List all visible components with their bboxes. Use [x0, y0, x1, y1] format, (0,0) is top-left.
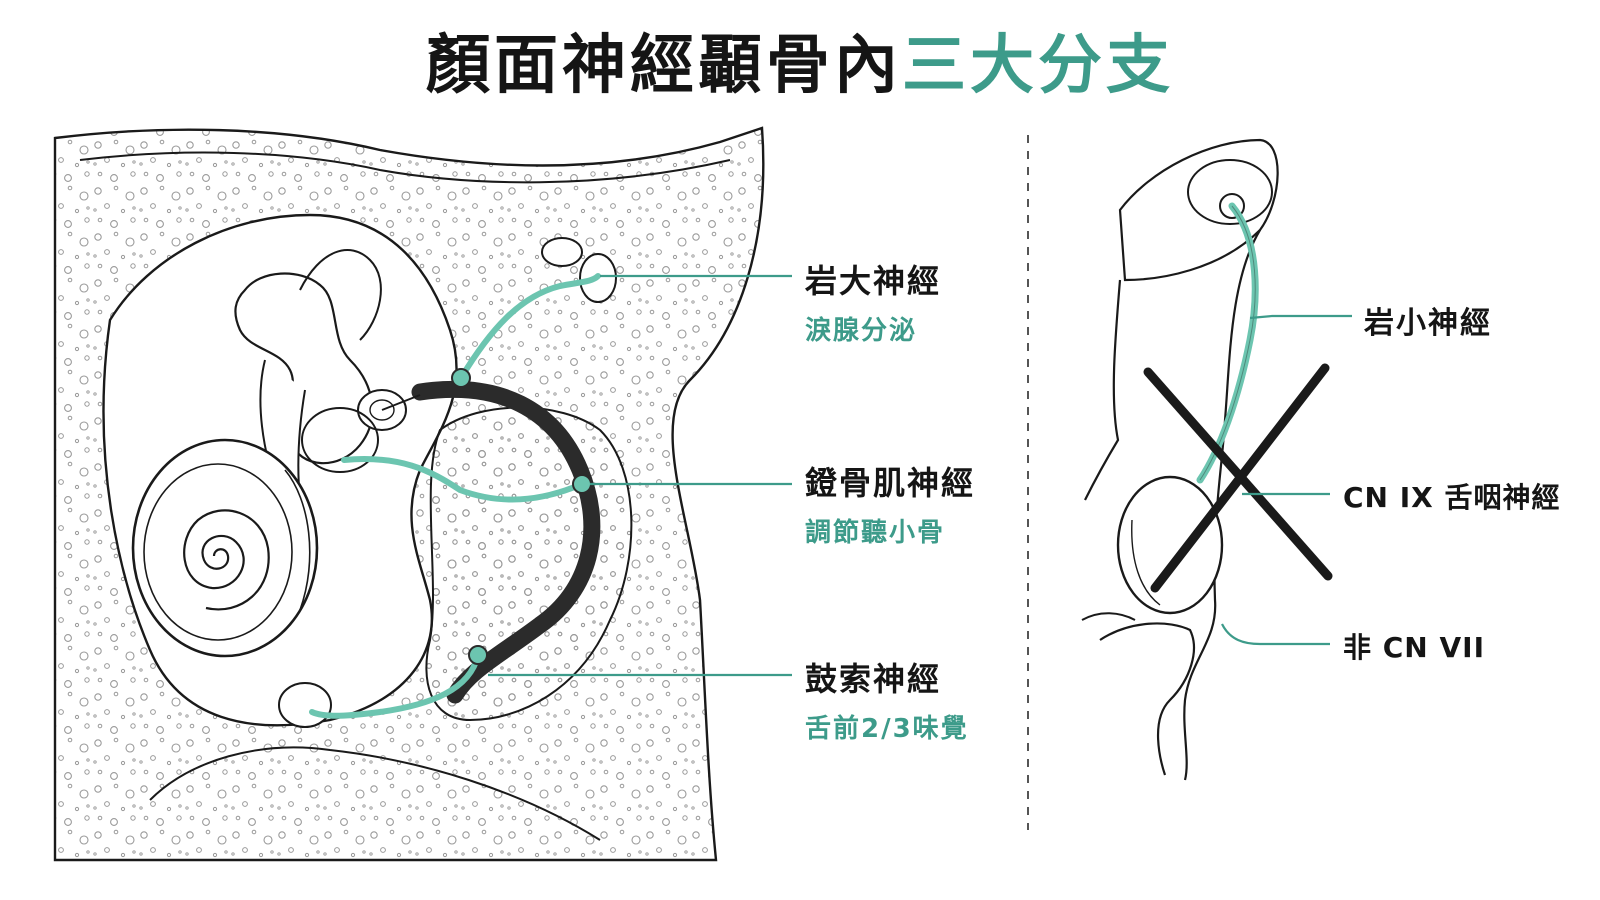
facial-nerve-trunk [411, 380, 601, 704]
chorda-tympani [309, 652, 481, 719]
page-title: 顏面神經顳骨內三大分支 [0, 14, 1600, 106]
branch-name-stapedius: 鐙骨肌神經 [805, 464, 976, 502]
label-chorda-tympani: 鼓索神經 舌前2/3味覺 [805, 654, 969, 745]
right-label-cn-ix: CN IX 舌咽神經 [1343, 481, 1561, 514]
tympanic-bulb [1116, 475, 1224, 615]
node-greater-petrosal [451, 368, 471, 388]
label-not-cn-vii: 非 CN VII [1343, 626, 1485, 666]
node-chorda-tympani [468, 645, 488, 665]
title-accent: 三大分支 [902, 29, 1174, 103]
branch-function-greater-petrosal: 淚腺分泌 [805, 316, 918, 346]
leader-line-not-cn-vii [1221, 623, 1330, 646]
greater-petrosal-nerve [458, 273, 601, 381]
exclusion-cross-line-2 [1150, 363, 1330, 593]
branch-name-chorda-tympani: 鼓索神經 [805, 660, 942, 698]
node-stapedius [572, 474, 592, 494]
label-greater-petrosal: 岩大神經 淚腺分泌 [805, 256, 941, 347]
incus-process [299, 249, 382, 341]
bone-ridge [79, 151, 731, 184]
right-label-lesser-petrosal: 岩小神經 [1364, 306, 1492, 341]
malleus-incus [234, 272, 374, 465]
lower-branch [1099, 622, 1195, 776]
branch-name-greater-petrosal: 岩大神經 [805, 262, 942, 300]
branch-function-chorda-tympani: 舌前2/3味覺 [805, 714, 969, 744]
branch-function-stapedius: 調節聽小骨 [805, 518, 946, 548]
cochlea [131, 438, 319, 658]
title-prefix: 顏面神經顳骨內 [426, 29, 902, 103]
cochlea-spiral [183, 509, 270, 611]
label-cn-ix: CN IX 舌咽神經 [1343, 476, 1561, 516]
stapedius-nerve [341, 456, 585, 503]
leader-line-lesser-petrosal [1249, 314, 1352, 320]
label-stapedius: 鐙骨肌神經 調節聽小骨 [805, 458, 975, 549]
label-lesser-petrosal: 岩小神經 [1364, 298, 1492, 342]
canal-opening-upper [541, 237, 583, 267]
lesser-petrosal-illustration [1081, 138, 1333, 781]
right-label-not-cn-vii: 非 CN VII [1343, 631, 1485, 664]
oval-window [301, 407, 379, 473]
lower-contour [149, 746, 601, 841]
temporal-bone-illustration [53, 126, 765, 862]
body-outline-left [1084, 279, 1122, 501]
chorda-opening [278, 682, 332, 728]
